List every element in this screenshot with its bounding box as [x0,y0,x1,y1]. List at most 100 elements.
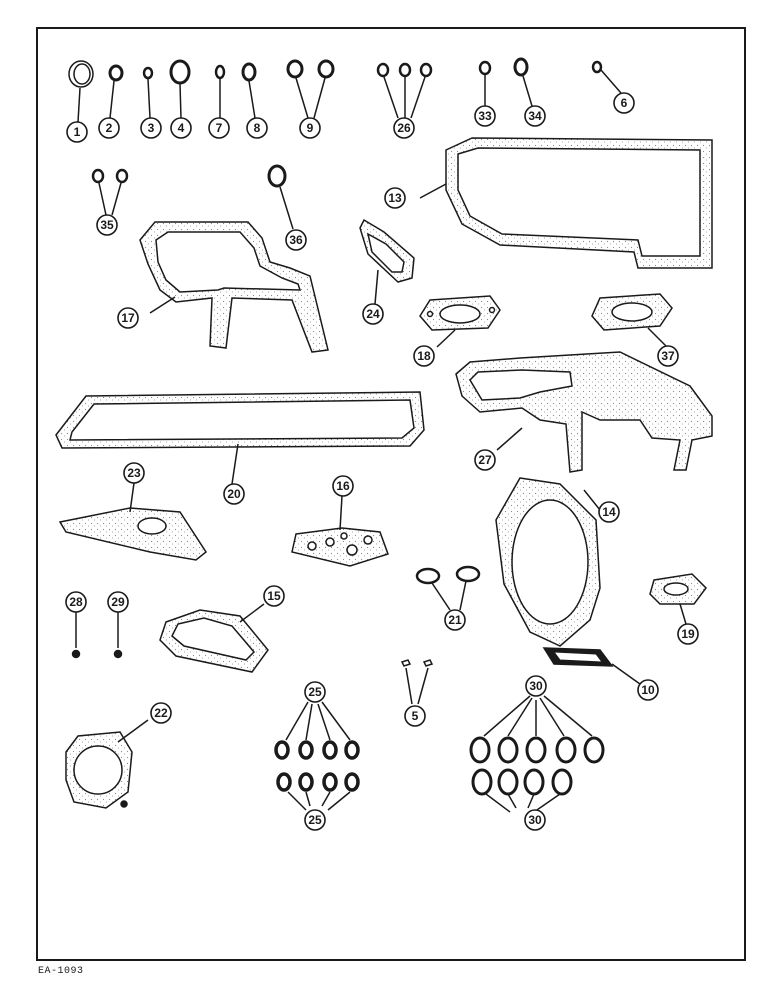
gasket-24 [359,218,415,305]
callout-number: 35 [100,218,114,232]
callout-17: 17 [117,307,139,329]
callout-number: 4 [178,121,185,135]
o-ring-pair-9 [286,59,335,119]
callout-9: 9 [299,117,321,139]
callout-4: 4 [170,117,192,139]
callout-34: 34 [524,105,546,127]
callout-33: 33 [474,105,496,127]
callout-2: 2 [98,117,120,139]
callout-37: 37 [657,345,679,367]
callout-25-lower: 25 [304,809,326,831]
callout-15: 15 [263,585,285,607]
o-ring-3 [142,66,154,119]
callout-number: 36 [289,233,303,247]
callout-5: 5 [404,705,426,727]
o-ring-7 [214,64,226,118]
callout-number: 14 [602,505,616,519]
callout-36: 36 [285,229,307,251]
callout-number: 25 [308,685,322,699]
callout-number: 1 [74,125,81,139]
plug-29 [113,612,123,659]
callout-13: 13 [384,187,406,209]
callout-number: 8 [254,121,261,135]
callout-number: 7 [216,121,223,135]
o-ring-set-25 [274,740,360,792]
callout-number: 16 [336,479,350,493]
callout-number: 19 [681,627,695,641]
cover-gasket-20 [55,391,425,485]
callout-30: 30 [525,675,547,697]
o-ring-4 [169,59,191,119]
diagram-frame [36,27,746,961]
callout-number: 34 [528,109,542,123]
callout-number: 28 [69,595,83,609]
callout-number: 30 [529,679,543,693]
callout-number: 37 [661,349,675,363]
callout-number: 21 [448,613,462,627]
flange-gasket-18 [419,295,501,348]
callout-10: 10 [637,679,659,701]
callout-26: 26 [393,117,415,139]
callout-number: 22 [154,706,168,720]
callout-number: 20 [227,487,241,501]
callout-number: 5 [412,709,419,723]
callout-number: 17 [121,311,135,325]
housing-gasket-14 [495,477,601,647]
gasket-16 [291,495,389,567]
callout-3: 3 [140,117,162,139]
callout-number: 24 [366,307,380,321]
plug-28 [71,612,81,659]
figure-code: EA-1093 [38,966,84,977]
o-ring-set-30-leaders [483,695,593,813]
callout-number: 2 [106,121,113,135]
callout-20: 20 [223,483,245,505]
callout-30-lower: 30 [524,809,546,831]
o-ring-2 [108,64,124,119]
gasket-15 [159,603,269,673]
seal-1 [68,60,94,123]
callout-number: 25 [308,813,322,827]
seal-pair-5 [400,659,434,705]
callout-number: 9 [307,121,314,135]
callout-number: 10 [641,683,655,697]
callout-number: 13 [388,191,402,205]
callout-21: 21 [444,609,466,631]
o-ring-8 [241,62,257,119]
callout-14: 14 [598,501,620,523]
o-ring-6 [591,60,622,94]
callout-19: 19 [677,623,699,645]
callout-16: 16 [332,475,354,497]
timing-gasket-27 [455,351,713,473]
callout-number: 33 [478,109,492,123]
callout-29: 29 [107,591,129,613]
callout-6: 6 [613,92,635,114]
callout-27: 27 [474,449,496,471]
callout-18: 18 [413,345,435,367]
callout-28: 28 [65,591,87,613]
o-ring-34 [513,57,533,107]
timing-gasket-17 [139,221,329,353]
callout-number: 15 [267,589,281,603]
callout-22: 22 [150,702,172,724]
o-ring-pair-21 [415,565,481,611]
o-ring-set-26 [376,62,433,119]
callout-25: 25 [304,681,326,703]
o-ring-set-25-leaders [285,701,351,811]
callout-number: 29 [111,595,125,609]
callout-7: 7 [208,117,230,139]
o-ring-36 [267,164,294,230]
callout-number: 30 [528,813,542,827]
callout-number: 6 [621,96,628,110]
flange-gasket-37 [591,293,673,347]
callout-35: 35 [96,214,118,236]
callout-number: 23 [127,466,141,480]
gasket-22 [65,719,149,809]
callout-number: 18 [417,349,431,363]
callout-8: 8 [246,117,268,139]
callout-23: 23 [123,462,145,484]
gasket-19 [649,573,707,625]
callout-24: 24 [362,303,384,325]
o-ring-33 [478,60,492,106]
